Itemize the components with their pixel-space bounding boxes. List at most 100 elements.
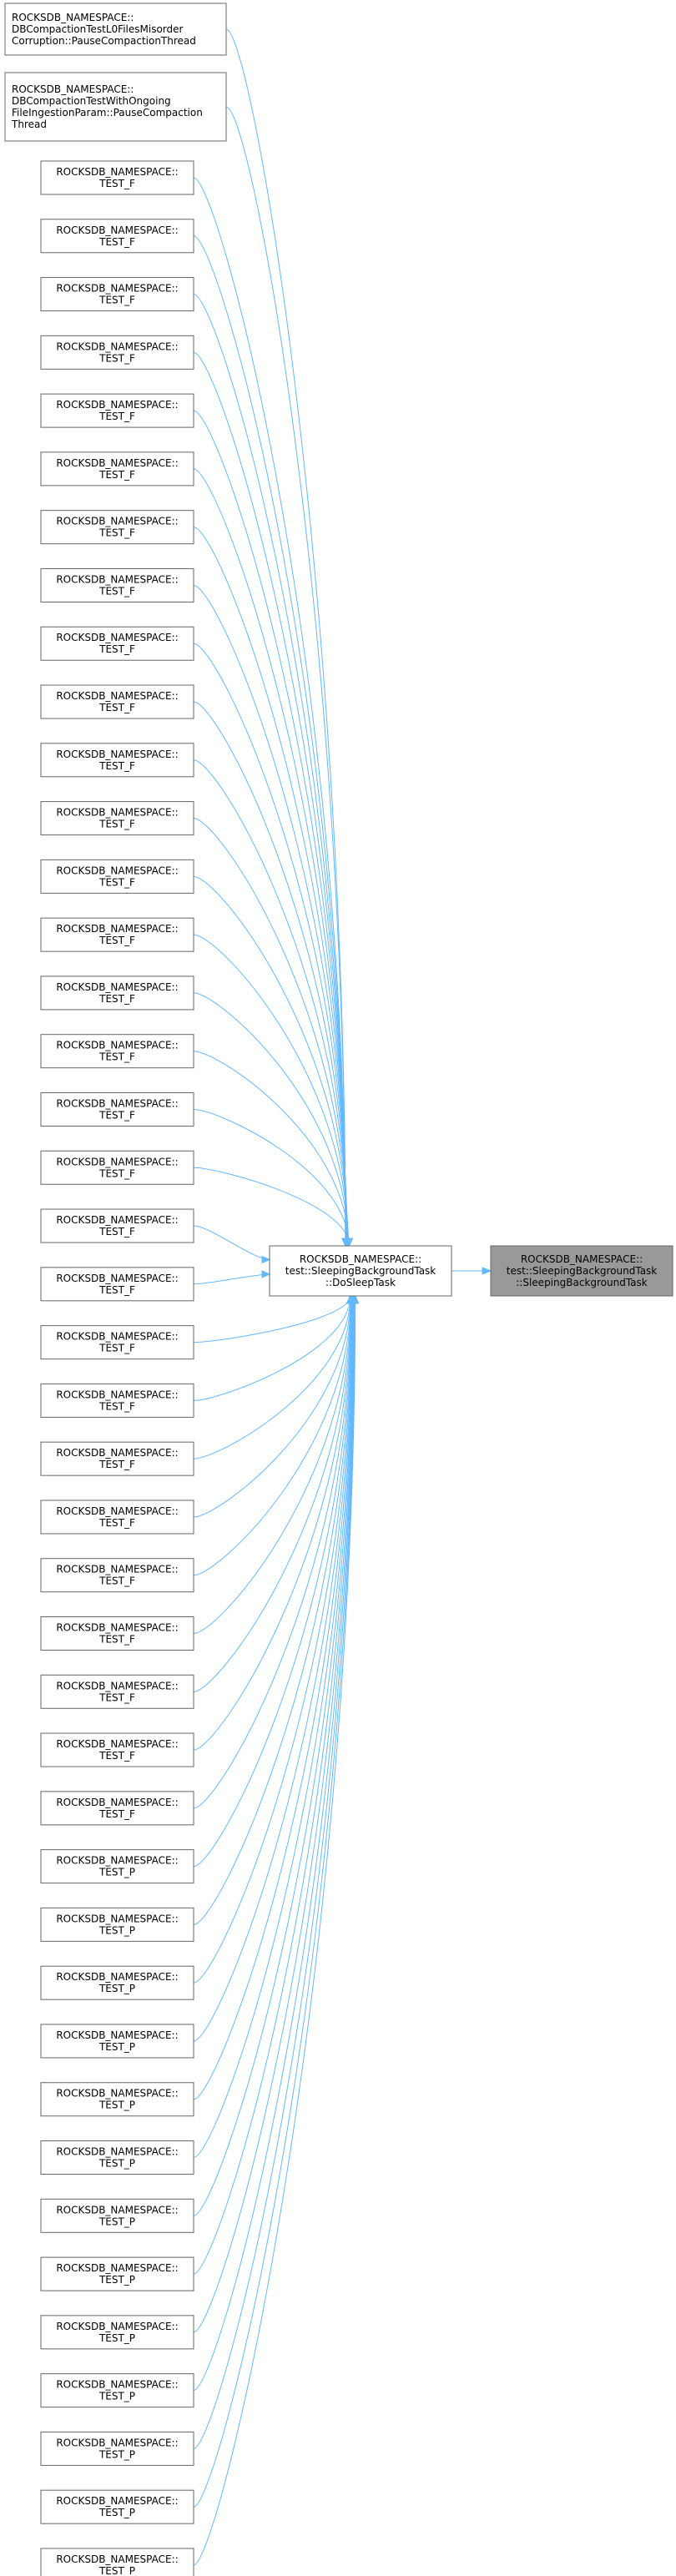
- caller-node-box: [40, 1441, 194, 1476]
- edge-arrowhead: [261, 1270, 271, 1278]
- caller-node[interactable]: ROCKSDB_NAMESPACE::TEST_F: [40, 393, 194, 428]
- call-edge: [193, 1273, 270, 1285]
- caller-node-label-line: TEST_P: [98, 2507, 135, 2518]
- caller-node-label-line: ROCKSDB_NAMESPACE::: [56, 690, 178, 702]
- caller-node[interactable]: ROCKSDB_NAMESPACE::TEST_F: [40, 1383, 194, 1418]
- caller-node-box: [40, 801, 194, 836]
- caller-node[interactable]: ROCKSDB_NAMESPACE::TEST_F: [40, 1150, 194, 1185]
- caller-node[interactable]: ROCKSDB_NAMESPACE::TEST_F: [40, 684, 194, 719]
- caller-node-label-line: ROCKSDB_NAMESPACE::: [56, 224, 178, 236]
- hub-node-dosleeptask-label-line: ROCKSDB_NAMESPACE::: [300, 1253, 421, 1265]
- caller-node-box: [40, 626, 194, 661]
- caller-node-label-line: TEST_F: [98, 1808, 135, 1820]
- caller-node-box: [40, 917, 194, 952]
- caller-node-label-line: TEST_F: [98, 643, 135, 655]
- caller-node[interactable]: ROCKSDB_NAMESPACE::TEST_F: [40, 160, 194, 195]
- target-node-sleepingbackgroundtask[interactable]: ROCKSDB_NAMESPACE::test::SleepingBackgro…: [490, 1245, 673, 1297]
- caller-node-label-line: ROCKSDB_NAMESPACE::: [56, 283, 178, 295]
- caller-node-label-line: ROCKSDB_NAMESPACE::: [56, 399, 178, 411]
- caller-node[interactable]: ROCKSDB_NAMESPACE::TEST_P: [40, 2373, 194, 2408]
- caller-node[interactable]: ROCKSDB_NAMESPACE::TEST_F: [40, 1267, 194, 1302]
- hub-node-dosleeptask-label-line: ::DoSleepTask: [325, 1277, 396, 1288]
- caller-node-label-line: TEST_F: [98, 1400, 135, 1412]
- caller-node[interactable]: ROCKSDB_NAMESPACE::TEST_F: [40, 1732, 194, 1767]
- caller-node-box: [40, 1325, 194, 1360]
- caller-node[interactable]: ROCKSDB_NAMESPACE::TEST_P: [40, 2256, 194, 2291]
- caller-node[interactable]: ROCKSDB_NAMESPACE::TEST_F: [40, 1325, 194, 1360]
- caller-node-box: [40, 2198, 194, 2233]
- caller-node-label-line: Corruption::PauseCompactionThread: [12, 35, 196, 47]
- call-edge: [193, 1295, 353, 1868]
- caller-node[interactable]: ROCKSDB_NAMESPACE::TEST_F: [40, 1500, 194, 1535]
- caller-node-box: [40, 2548, 194, 2576]
- caller-node-label-line: TEST_P: [98, 1867, 135, 1878]
- caller-node[interactable]: ROCKSDB_NAMESPACE::TEST_F: [40, 1558, 194, 1593]
- call-edge: [193, 1295, 356, 2508]
- caller-node[interactable]: ROCKSDB_NAMESPACE::TEST_P: [40, 2198, 194, 2233]
- call-edge: [193, 1051, 350, 1247]
- caller-node-box: [40, 567, 194, 602]
- caller-node-label-line: ROCKSDB_NAMESPACE::: [56, 1040, 178, 1051]
- caller-node[interactable]: ROCKSDB_NAMESPACE::DBCompactionTestWithO…: [4, 72, 227, 142]
- caller-node-label-line: ROCKSDB_NAMESPACE::: [56, 2379, 178, 2391]
- caller-node[interactable]: ROCKSDB_NAMESPACE::TEST_F: [40, 1091, 194, 1127]
- edge-arrowhead: [351, 1294, 360, 1304]
- caller-node[interactable]: ROCKSDB_NAMESPACE::DBCompactionTestL0Fil…: [4, 3, 227, 56]
- caller-node[interactable]: ROCKSDB_NAMESPACE::TEST_P: [40, 2489, 194, 2524]
- caller-node[interactable]: ROCKSDB_NAMESPACE::TEST_P: [40, 1965, 194, 2000]
- caller-node[interactable]: ROCKSDB_NAMESPACE::TEST_F: [40, 335, 194, 370]
- caller-node[interactable]: ROCKSDB_NAMESPACE::TEST_F: [40, 1034, 194, 1069]
- call-edge: [193, 1167, 350, 1247]
- call-edge: [193, 1295, 351, 1343]
- caller-node-label-line: ROCKSDB_NAMESPACE::: [56, 2495, 178, 2507]
- caller-node-box: [40, 510, 194, 545]
- caller-node[interactable]: ROCKSDB_NAMESPACE::TEST_P: [40, 2140, 194, 2175]
- caller-node[interactable]: ROCKSDB_NAMESPACE::TEST_F: [40, 567, 194, 602]
- call-edge: [193, 701, 348, 1247]
- caller-node-label-line: TEST_F: [98, 236, 135, 248]
- caller-node-box: [40, 743, 194, 778]
- caller-node[interactable]: ROCKSDB_NAMESPACE::TEST_P: [40, 2431, 194, 2466]
- caller-node[interactable]: ROCKSDB_NAMESPACE::TEST_F: [40, 917, 194, 952]
- caller-node[interactable]: ROCKSDB_NAMESPACE::TEST_P: [40, 1849, 194, 1884]
- target-node-sleepingbackgroundtask-label-line: ROCKSDB_NAMESPACE::: [521, 1253, 643, 1265]
- caller-node[interactable]: ROCKSDB_NAMESPACE::TEST_F: [40, 1674, 194, 1709]
- call-edge: [193, 643, 348, 1247]
- call-edge: [193, 351, 346, 1247]
- caller-node-label-line: ROCKSDB_NAMESPACE::: [56, 1680, 178, 1691]
- caller-node-label-line: TEST_F: [98, 1459, 135, 1470]
- caller-node[interactable]: ROCKSDB_NAMESPACE::TEST_F: [40, 859, 194, 894]
- caller-node[interactable]: ROCKSDB_NAMESPACE::TEST_F: [40, 801, 194, 836]
- caller-node[interactable]: ROCKSDB_NAMESPACE::TEST_P: [40, 2082, 194, 2117]
- call-edge: [193, 1295, 354, 2100]
- caller-node[interactable]: ROCKSDB_NAMESPACE::TEST_F: [40, 277, 194, 312]
- caller-node[interactable]: ROCKSDB_NAMESPACE::TEST_F: [40, 1441, 194, 1476]
- caller-node-label-line: ROCKSDB_NAMESPACE::: [56, 1797, 178, 1808]
- caller-node-label-line: ROCKSDB_NAMESPACE::: [56, 1913, 178, 1924]
- caller-node-label-line: ROCKSDB_NAMESPACE::: [56, 2321, 178, 2332]
- caller-node[interactable]: ROCKSDB_NAMESPACE::TEST_F: [40, 219, 194, 254]
- call-edge: [193, 1295, 355, 2275]
- caller-node-label-line: ROCKSDB_NAMESPACE::: [56, 807, 178, 819]
- hub-node-dosleeptask[interactable]: ROCKSDB_NAMESPACE::test::SleepingBackgro…: [269, 1245, 452, 1297]
- caller-node[interactable]: ROCKSDB_NAMESPACE::TEST_F: [40, 743, 194, 778]
- caller-node[interactable]: ROCKSDB_NAMESPACE::TEST_F: [40, 1616, 194, 1651]
- target-node-sleepingbackgroundtask-label-line: test::SleepingBackgroundTask: [507, 1265, 658, 1277]
- caller-node[interactable]: ROCKSDB_NAMESPACE::TEST_F: [40, 451, 194, 486]
- caller-node[interactable]: ROCKSDB_NAMESPACE::TEST_P: [40, 2024, 194, 2059]
- caller-node[interactable]: ROCKSDB_NAMESPACE::TEST_F: [40, 1791, 194, 1826]
- caller-node-label-line: TEST_P: [98, 2216, 135, 2227]
- edge-arrowhead: [345, 1238, 354, 1248]
- caller-node-label-line: ROCKSDB_NAMESPACE::: [12, 83, 134, 95]
- caller-node[interactable]: ROCKSDB_NAMESPACE::TEST_F: [40, 510, 194, 545]
- caller-node[interactable]: ROCKSDB_NAMESPACE::TEST_F: [40, 1208, 194, 1243]
- call-edge: [193, 1295, 353, 1925]
- caller-node-box: [40, 1034, 194, 1069]
- caller-node[interactable]: ROCKSDB_NAMESPACE::TEST_F: [40, 975, 194, 1011]
- call-edge: [193, 1295, 356, 2392]
- caller-node[interactable]: ROCKSDB_NAMESPACE::TEST_P: [40, 2315, 194, 2350]
- caller-node[interactable]: ROCKSDB_NAMESPACE::TEST_P: [40, 1907, 194, 1942]
- caller-node[interactable]: ROCKSDB_NAMESPACE::TEST_P: [40, 2548, 194, 2576]
- caller-node-label-line: TEST_P: [98, 2565, 135, 2576]
- caller-node[interactable]: ROCKSDB_NAMESPACE::TEST_F: [40, 626, 194, 661]
